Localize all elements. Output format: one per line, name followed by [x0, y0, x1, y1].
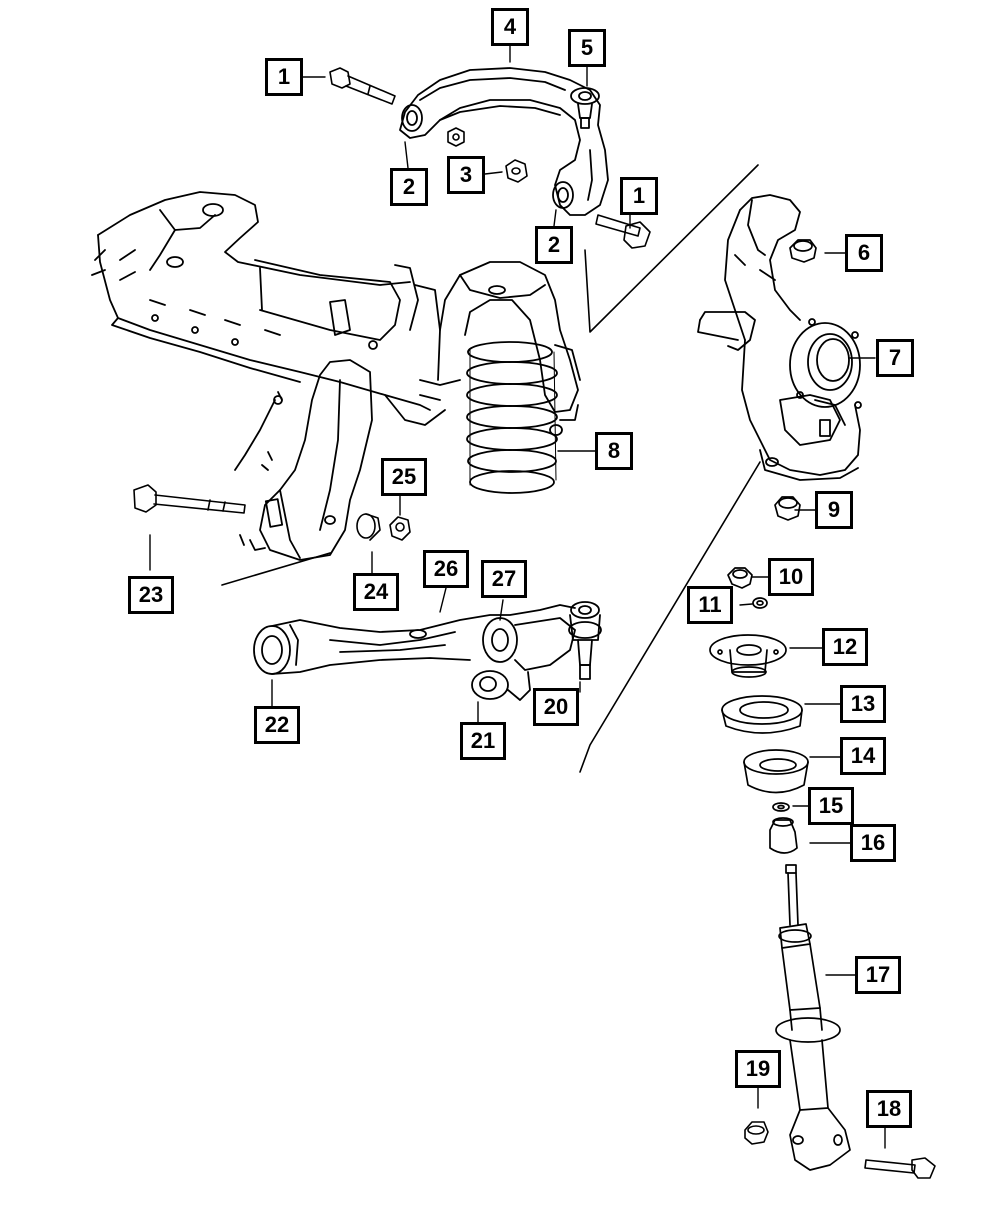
assembly-lines	[222, 165, 760, 772]
callout-13[interactable]: 13	[840, 685, 886, 723]
callout-23[interactable]: 23	[128, 576, 174, 614]
callout-4[interactable]: 4	[491, 8, 529, 46]
strut-mount-icon	[710, 568, 802, 733]
callout-8[interactable]: 8	[595, 432, 633, 470]
coil-spring-icon	[420, 262, 580, 493]
callout-25[interactable]: 25	[381, 458, 427, 496]
callout-1[interactable]: 1	[265, 58, 303, 96]
frame-rail-icon	[92, 192, 445, 560]
callout-9[interactable]: 9	[815, 491, 853, 529]
shock-absorber-icon	[776, 865, 850, 1170]
callout-10[interactable]: 10	[768, 558, 814, 596]
callout-22[interactable]: 22	[254, 706, 300, 744]
callout-2[interactable]: 2	[390, 168, 428, 206]
steering-knuckle-icon	[698, 195, 861, 480]
callout-5[interactable]: 5	[568, 29, 606, 67]
callout-12[interactable]: 12	[822, 628, 868, 666]
callout-27[interactable]: 27	[481, 560, 527, 598]
knuckle-nut-icon	[775, 240, 816, 520]
callout-15[interactable]: 15	[808, 787, 854, 825]
spring-isolator-icon	[744, 750, 808, 811]
callout-6[interactable]: 6	[845, 234, 883, 272]
jounce-bumper-icon	[770, 818, 797, 853]
callout-14[interactable]: 14	[840, 737, 886, 775]
callout-26[interactable]: 26	[423, 550, 469, 588]
callout-1[interactable]: 1	[620, 177, 658, 215]
upper-control-arm-bolt-icon	[330, 68, 650, 248]
lower-arm-bolt-icon	[134, 485, 410, 540]
callout-7[interactable]: 7	[876, 339, 914, 377]
nut-icon	[448, 128, 527, 182]
upper-control-arm-icon	[400, 68, 608, 215]
callout-3[interactable]: 3	[447, 156, 485, 194]
leader-lines	[150, 45, 885, 1148]
callout-2[interactable]: 2	[535, 226, 573, 264]
callout-17[interactable]: 17	[855, 956, 901, 994]
callout-21[interactable]: 21	[460, 722, 506, 760]
callout-11[interactable]: 11	[687, 586, 733, 624]
lower-control-arm-icon	[254, 602, 601, 700]
callout-19[interactable]: 19	[735, 1050, 781, 1088]
callout-18[interactable]: 18	[866, 1090, 912, 1128]
callout-20[interactable]: 20	[533, 688, 579, 726]
shock-bolt-icon	[745, 1122, 935, 1178]
callout-16[interactable]: 16	[850, 824, 896, 862]
callout-24[interactable]: 24	[353, 573, 399, 611]
